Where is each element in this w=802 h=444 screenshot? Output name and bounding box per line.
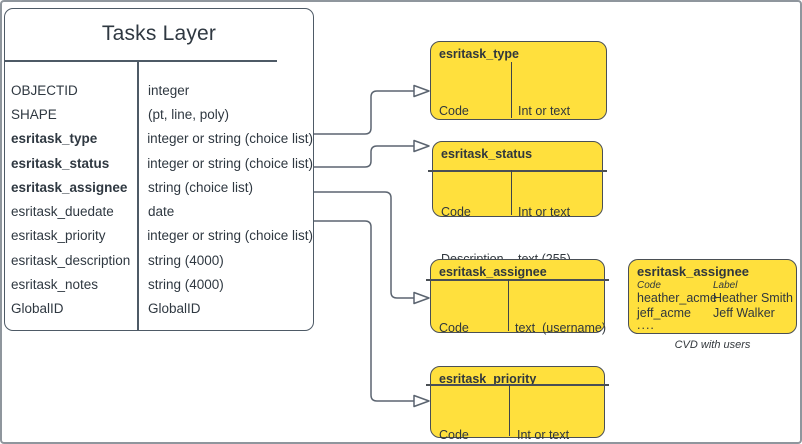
connector-assignee xyxy=(313,191,414,299)
domain-box-esritask-status: esritask_status Code Description Int or … xyxy=(428,141,607,266)
table-row: esritask_status integer or string (choic… xyxy=(5,151,313,175)
connector-status xyxy=(313,145,414,168)
cvd-entry: heather_acme Heather Smith xyxy=(637,291,793,305)
domain-type: Int or text xyxy=(518,205,571,219)
title-separator xyxy=(428,170,607,172)
field-name: esritask_assignee xyxy=(11,179,128,195)
field-type: integer or string (choice list) xyxy=(147,131,313,147)
domain-title: esritask_assignee xyxy=(439,265,547,279)
cvd-header-code: Code xyxy=(637,280,661,291)
field-name: esritask_duedate xyxy=(11,204,114,220)
hollow-arrow-icon xyxy=(413,394,430,408)
cvd-entry: jeff_acme Jeff Walker xyxy=(637,306,775,320)
domain-title: esritask_status xyxy=(441,147,533,161)
title-separator xyxy=(426,384,609,386)
field-rows: OBJECTID integer SHAPE (pt, line, poly) … xyxy=(5,78,313,321)
tasks-layer-table: Tasks Layer OBJECTID integer SHAPE (pt, … xyxy=(4,8,314,331)
domain-box-esritask-assignee: esritask_assignee Code Description text … xyxy=(426,259,609,382)
hollow-arrow-icon xyxy=(413,291,430,305)
column-divider xyxy=(511,62,513,118)
cvd-title: esritask_assignee xyxy=(637,264,750,279)
field-name: GlobalID xyxy=(11,301,64,317)
domain-field: Code xyxy=(439,321,469,335)
column-divider xyxy=(137,61,139,330)
domain-type: text (username) xyxy=(515,321,607,335)
title-separator xyxy=(4,60,277,62)
title-separator xyxy=(426,279,609,281)
domain-fields: Code Description xyxy=(439,397,502,444)
cvd-label: Heather Smith xyxy=(713,291,793,305)
field-name: esritask_description xyxy=(11,252,131,268)
connector-priority xyxy=(313,220,414,402)
domain-box-esritask-type: esritask_type Code Description Int or te… xyxy=(430,41,607,165)
field-type: string (4000) xyxy=(148,252,224,268)
domain-field: Code xyxy=(441,205,471,219)
column-divider xyxy=(511,170,513,215)
field-type: string (choice list) xyxy=(148,179,254,195)
field-name: esritask_notes xyxy=(11,277,99,293)
cvd-header-label: Label xyxy=(713,280,738,291)
domain-box-esritask-priority: esritask_priority Code Description Int o… xyxy=(426,366,609,442)
domain-type: Int or text xyxy=(517,428,570,442)
cvd-ellipsis: .... xyxy=(637,318,655,332)
cvd-code: heather_acme xyxy=(637,291,717,305)
field-name: esritask_priority xyxy=(11,228,106,244)
domain-type: Int or text xyxy=(518,104,571,118)
table-row: esritask_description string (4000) xyxy=(5,248,313,272)
domain-field: Code xyxy=(439,428,469,442)
field-type: integer xyxy=(148,82,190,98)
hollow-arrow-icon xyxy=(413,139,430,153)
table-row: SHAPE (pt, line, poly) xyxy=(5,102,313,126)
field-name: esritask_type xyxy=(11,131,98,147)
field-type: date xyxy=(148,204,175,220)
domain-field: Code xyxy=(439,104,469,118)
table-row: esritask_type integer or string (choice … xyxy=(5,127,313,151)
field-name: OBJECTID xyxy=(11,82,78,98)
cvd-code: jeff_acme xyxy=(637,306,691,320)
table-title: Tasks Layer xyxy=(101,22,217,45)
column-divider xyxy=(508,279,510,331)
field-type: (pt, line, poly) xyxy=(148,106,230,122)
field-name: esritask_status xyxy=(11,155,110,171)
cvd-column-headers: Code Label xyxy=(637,280,737,291)
connector-type xyxy=(313,90,414,135)
column-divider xyxy=(509,384,511,436)
table-row: esritask_assignee string (choice list) xyxy=(5,175,313,199)
cvd-caption: CVD with users xyxy=(674,339,751,351)
hollow-arrow-icon xyxy=(413,84,430,98)
field-type: string (4000) xyxy=(148,277,224,293)
cvd-label: Jeff Walker xyxy=(713,306,775,320)
field-type: GlobalID xyxy=(148,301,201,317)
field-name: SHAPE xyxy=(11,106,57,122)
domain-types: Int or text text (255) xyxy=(517,397,570,444)
table-row: OBJECTID integer xyxy=(5,78,313,102)
domain-title: esritask_priority xyxy=(439,372,537,386)
cvd-box-esritask-assignee: esritask_assignee Code Label heather_acm… xyxy=(628,259,797,334)
field-type: integer or string (choice list) xyxy=(147,228,313,244)
domain-title: esritask_type xyxy=(439,47,519,61)
table-row: GlobalID GlobalID xyxy=(5,297,313,321)
field-type: integer or string (choice list) xyxy=(147,155,313,171)
table-row: esritask_duedate date xyxy=(5,199,313,223)
table-row: esritask_priority integer or string (cho… xyxy=(5,224,313,248)
table-row: esritask_notes string (4000) xyxy=(5,272,313,296)
